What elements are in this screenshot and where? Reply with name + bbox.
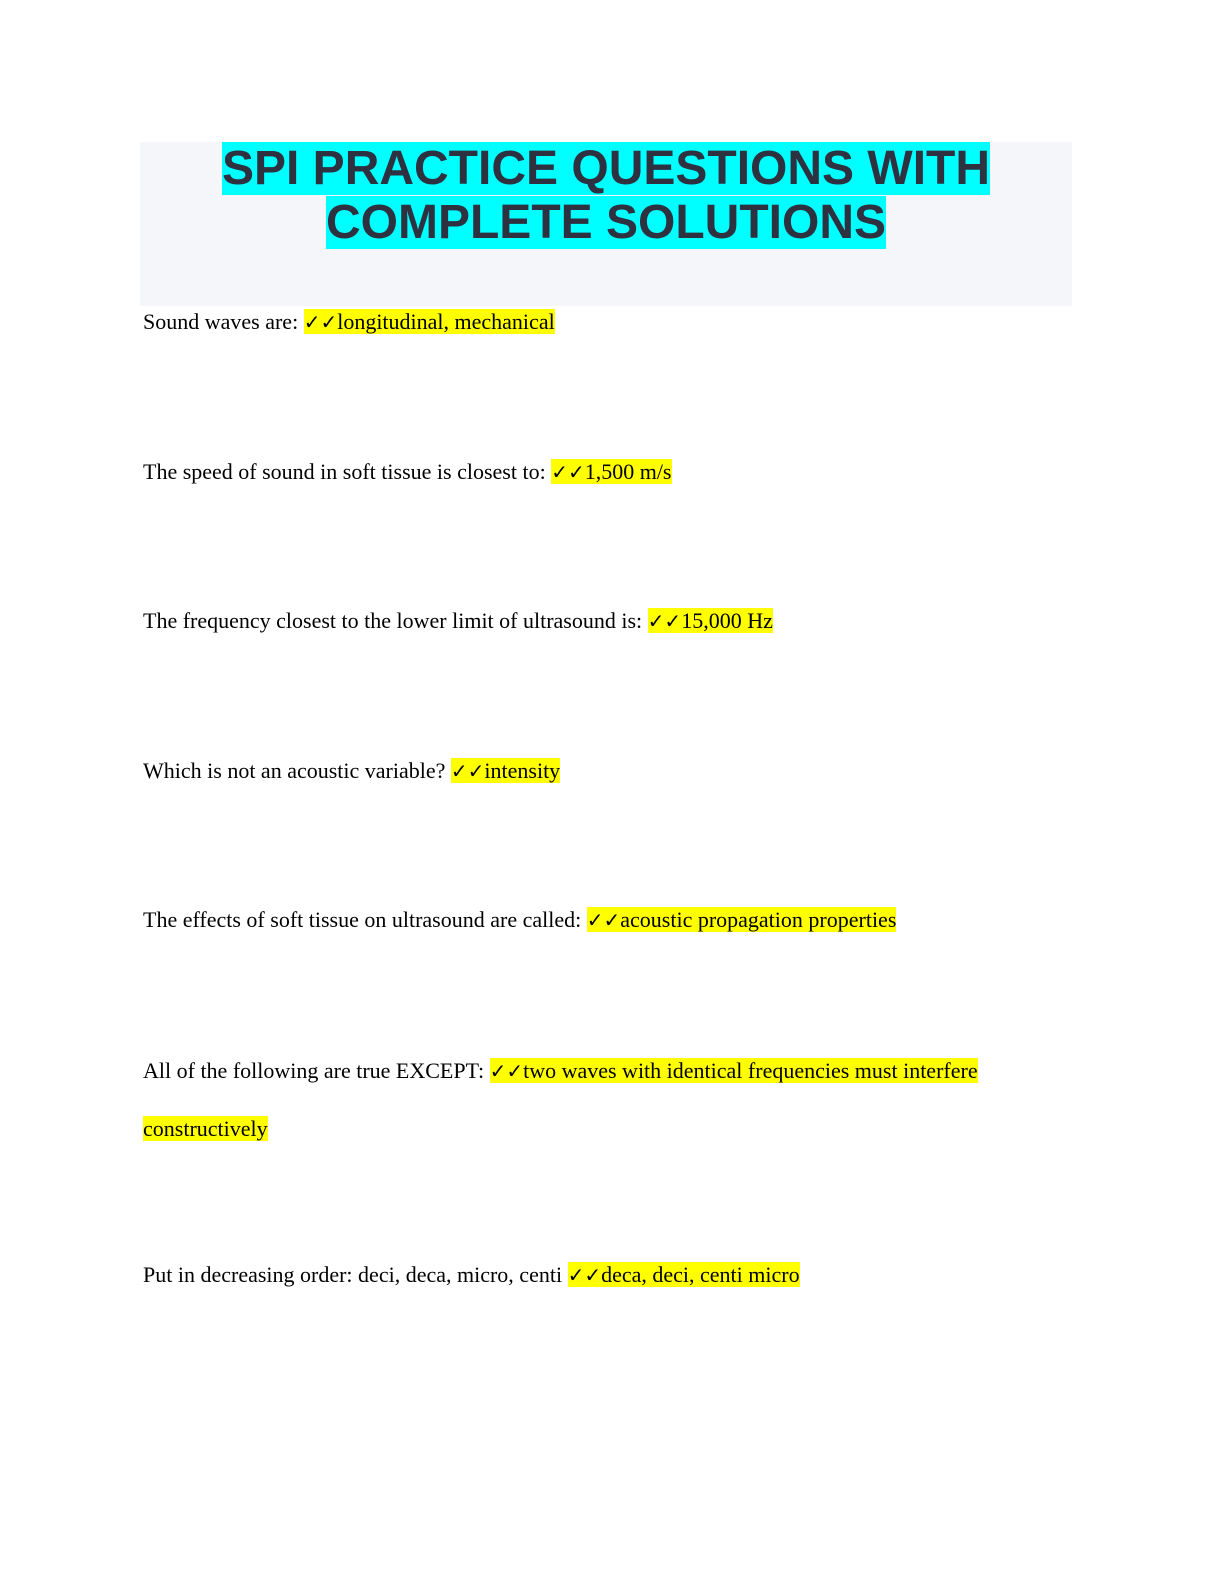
question-text: The speed of sound in soft tissue is clo… <box>143 459 546 484</box>
double-check-icon: ✓✓ <box>450 759 485 783</box>
question-item: The effects of soft tissue on ultrasound… <box>143 891 1078 949</box>
question-text: The effects of soft tissue on ultrasound… <box>143 907 582 932</box>
answer-highlight: ✓✓longitudinal, mechanical <box>303 309 555 334</box>
question-item: The frequency closest to the lower limit… <box>143 592 1078 650</box>
question-text: Put in decreasing order: deci, deca, mic… <box>143 1262 563 1287</box>
question-text: All of the following are true EXCEPT: <box>143 1058 485 1083</box>
double-check-icon: ✓✓ <box>303 310 338 334</box>
answer-text: longitudinal, mechanical <box>337 309 555 334</box>
double-check-icon: ✓✓ <box>567 1263 602 1287</box>
answer-text: intensity <box>484 758 561 783</box>
document-title: SPI PRACTICE QUESTIONS WITH COMPLETE SOL… <box>140 142 1072 250</box>
question-item: Sound waves are: ✓✓longitudinal, mechani… <box>143 293 1078 351</box>
question-item: The speed of sound in soft tissue is clo… <box>143 443 1078 501</box>
question-item: Which is not an acoustic variable? ✓✓int… <box>143 742 1078 800</box>
question-item: All of the following are true EXCEPT: ✓✓… <box>143 1042 1078 1158</box>
answer-highlight: ✓✓1,500 m/s <box>551 459 672 484</box>
double-check-icon: ✓✓ <box>551 460 585 484</box>
question-text: Sound waves are: <box>143 309 299 334</box>
answer-text: deca, deci, centi micro <box>601 1262 800 1287</box>
answer-text: 1,500 m/s <box>584 459 672 484</box>
answer-highlight: ✓✓intensity <box>450 758 561 783</box>
answer-highlight: ✓✓15,000 Hz <box>647 608 773 633</box>
title-text: SPI PRACTICE QUESTIONS WITH COMPLETE SOL… <box>221 142 991 249</box>
answer-text: acoustic propagation properties <box>620 907 897 932</box>
title-banner: SPI PRACTICE QUESTIONS WITH COMPLETE SOL… <box>140 142 1072 306</box>
answer-highlight: ✓✓acoustic propagation properties <box>586 907 897 932</box>
question-text: The frequency closest to the lower limit… <box>143 608 643 633</box>
double-check-icon: ✓✓ <box>586 908 621 932</box>
question-text: Which is not an acoustic variable? <box>143 758 446 783</box>
answer-highlight: ✓✓deca, deci, centi micro <box>567 1262 800 1287</box>
double-check-icon: ✓✓ <box>489 1059 524 1083</box>
double-check-icon: ✓✓ <box>647 609 682 633</box>
answer-text: two waves with identical frequencies mus… <box>143 1058 978 1141</box>
answer-text: 15,000 Hz <box>681 608 773 633</box>
question-item: Put in decreasing order: deci, deca, mic… <box>143 1246 1078 1304</box>
